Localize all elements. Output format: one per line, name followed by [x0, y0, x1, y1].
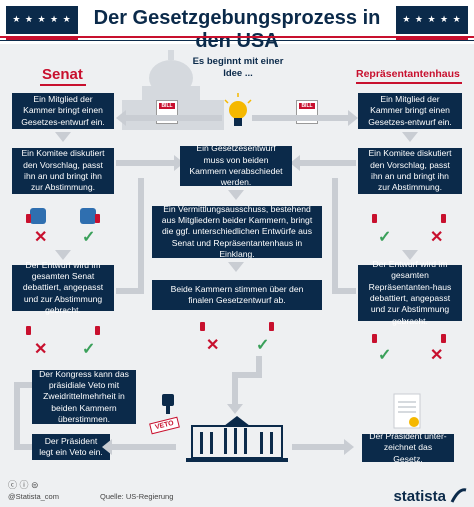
us-flag-left-icon: ★ ★ ★ ★ ★ [6, 6, 78, 40]
congress-veto-override: Der Kongress kann das präsidiale Veto mi… [32, 369, 136, 424]
reject-x-icon: ✕ [34, 229, 48, 246]
divider [0, 40, 474, 41]
thumbs-up-icon [80, 320, 100, 336]
thumbs-up-icon [372, 208, 392, 224]
house-step-1: Ein Mitglied der Kammer bringt einen Ges… [358, 93, 462, 129]
thumbs-up-icon [80, 208, 100, 224]
house-underline [356, 82, 462, 84]
arrowhead [116, 110, 126, 126]
arrow [252, 115, 348, 121]
arrow [116, 288, 144, 294]
thumbs-down-icon [426, 328, 446, 344]
senat-step-1: Ein Mitglied der Kammer bringt einen Ges… [12, 93, 114, 129]
reject-x-icon: ✕ [430, 347, 444, 364]
arrowhead [348, 110, 358, 126]
veto-stamp-icon [162, 394, 174, 414]
lightbulb-icon [224, 93, 252, 126]
statista-logo-icon [450, 488, 467, 503]
approve-check-icon: ✓ [82, 341, 96, 358]
arrow [232, 372, 238, 404]
reject-x-icon: ✕ [430, 229, 444, 246]
house-step-2: Ein Komitee diskutiert den Vorschlag, pa… [358, 148, 462, 194]
arrowhead [102, 439, 112, 455]
senat-step-3: Der Entwurf wird im gesamten Senat debat… [12, 260, 114, 315]
center-step-1: Ein Gesetzesentwurf muss von beiden Kamm… [180, 143, 292, 187]
thumbs-down-icon [200, 316, 220, 332]
thumbs-up-icon [254, 316, 274, 332]
us-flag-right-icon: ★ ★ ★ ★ ★ [396, 6, 468, 40]
thumbs-down-icon [26, 320, 46, 336]
arrow [232, 372, 262, 378]
arrow [112, 444, 176, 450]
thumbs-up-icon [372, 328, 392, 344]
arrowhead [402, 250, 418, 260]
arrow [138, 178, 144, 294]
arrow [292, 444, 344, 450]
senat-step-2: Ein Komitee diskutiert den Vorschlag, pa… [12, 148, 114, 194]
senat-heading: Senat [42, 66, 83, 83]
start-text: Es beginnt mit einer Idee ... [192, 56, 284, 80]
arrow [14, 382, 20, 448]
footer-source: Quelle: US-Regierung [100, 492, 174, 501]
arrow [126, 115, 222, 121]
senat-underline [40, 84, 86, 86]
thumbs-down-icon [426, 208, 446, 224]
signed-document-icon [393, 393, 421, 429]
arrowhead [228, 262, 244, 272]
arrowhead [228, 190, 244, 200]
approve-check-icon: ✓ [82, 229, 96, 246]
arrowhead [402, 132, 418, 142]
license-icons: ⓒ ⓘ ⊜ [8, 480, 39, 490]
divider [0, 36, 474, 38]
arrowhead [55, 132, 71, 142]
center-step-2: Ein Vermittlungsausschuss, bestehend aus… [152, 204, 322, 259]
arrowhead [290, 155, 300, 171]
house-step-3: Der Entwurf wird im gesamten Repräsentan… [358, 259, 462, 326]
arrow [332, 288, 356, 294]
arrow [14, 382, 32, 388]
statista-logo[interactable]: statista [393, 488, 446, 505]
arrowhead [344, 439, 354, 455]
approve-check-icon: ✓ [378, 347, 392, 364]
house-heading: Repräsentantenhaus [356, 68, 460, 80]
arrow [300, 160, 356, 166]
president-sign: Der Präsident unter-zeichnet das Gesetz. [362, 431, 454, 464]
president-veto: Der Präsident legt ein Veto ein. [32, 434, 110, 460]
arrow [14, 444, 32, 450]
approve-check-icon: ✓ [256, 337, 270, 354]
thumbs-down-icon [26, 208, 46, 224]
arrow [116, 160, 174, 166]
arrowhead [227, 404, 243, 414]
center-step-3: Beide Kammern stimmen über den finalen G… [152, 280, 322, 310]
approve-check-icon: ✓ [378, 229, 392, 246]
arrow [332, 178, 338, 294]
white-house-icon [184, 414, 290, 466]
arrow [256, 356, 262, 378]
reject-x-icon: ✕ [206, 337, 220, 354]
footer-handle: @Statista_com [8, 492, 59, 501]
page-title: Der Gesetzgebungsprozess in den USA [93, 7, 381, 52]
reject-x-icon: ✕ [34, 341, 48, 358]
arrowhead [174, 155, 184, 171]
arrowhead [55, 250, 71, 260]
